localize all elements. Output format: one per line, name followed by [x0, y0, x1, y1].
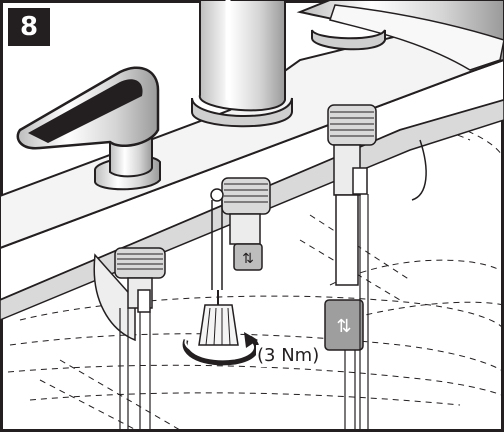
torque-spec-label: (3 Nm) — [256, 345, 321, 367]
right-spout — [296, 0, 504, 71]
right-valve-assembly: ⇅ — [324, 104, 377, 432]
svg-text:⇅: ⇅ — [242, 251, 254, 267]
left-valve-assembly — [114, 247, 166, 432]
center-valve-assembly: ⇅ — [210, 177, 271, 290]
right-arrow-tag — [324, 299, 364, 351]
svg-text:⇅: ⇅ — [336, 316, 351, 337]
left-handle — [16, 66, 161, 191]
center-spout — [191, 0, 293, 128]
step-number-badge: 8 — [8, 8, 50, 46]
center-arrow-tag — [233, 243, 263, 271]
brush-tool — [198, 290, 239, 346]
deck-cutout — [93, 253, 136, 342]
